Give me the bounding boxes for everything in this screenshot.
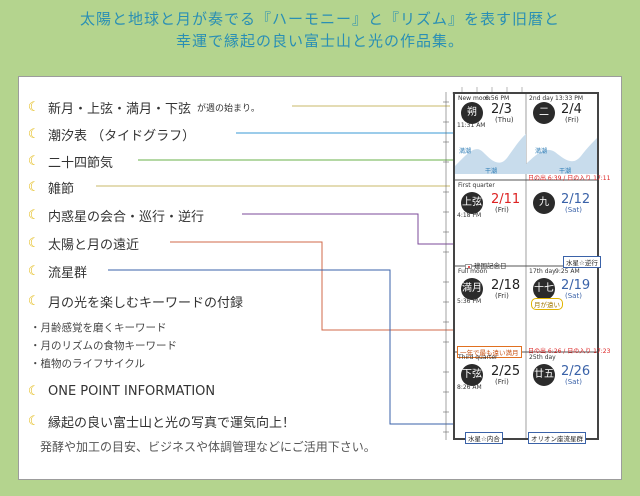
weekday: (Sat) (565, 292, 582, 300)
phase-label: Third quarter (458, 354, 498, 361)
page-header: 太陽と地球と月が奏でる『ハーモニー』と『リズム』を表す旧暦と 幸運で縁起の良い富… (0, 8, 640, 52)
feature-label: 潮汐表 （タイドグラフ） (48, 129, 196, 144)
distance-tag: 月が遠い (531, 298, 563, 310)
crescent-moon-icon: ☾ (28, 208, 40, 223)
moon-time: 5:36 PM (457, 298, 482, 305)
sunrise-sunset: 日の出 6:39 / 日の入り 17:11 (528, 175, 611, 182)
feature-label: 縁起の良い富士山と光の写真で運気向上！ (48, 416, 296, 431)
feature-tide-graph: ☾ 潮汐表 （タイドグラフ） (28, 125, 195, 144)
date: 2/18 (491, 278, 521, 293)
phase-label: Full moon (458, 268, 488, 275)
feature-label: ONE POINT INFORMATION (48, 384, 216, 399)
moon-time: 4:18 PM (457, 212, 482, 219)
planet-tag: 水星☆逆行 (563, 256, 601, 268)
header-line-1: 太陽と地球と月が奏でる『ハーモニー』と『リズム』を表す旧暦と (79, 10, 560, 28)
date: 2/26 (561, 364, 591, 379)
day-label: 17th day (529, 268, 556, 275)
moon-age-badge: 十七 (533, 278, 555, 300)
date: 2/19 (561, 278, 591, 293)
feature-sun-moon-distance: ☾ 太陽と月の遠近 (28, 234, 139, 253)
moon-phase-badge: 下弦 (461, 364, 483, 386)
crescent-moon-icon: ☾ (28, 154, 40, 169)
calendar-top-strip (452, 80, 598, 94)
tick-scale (440, 92, 452, 440)
tide-low: 干潮 (559, 168, 572, 175)
date: 2/25 (491, 364, 521, 379)
crescent-moon-icon: ☾ (28, 100, 40, 115)
moonrise-time: 13:33 PM (555, 95, 583, 102)
distance-tag: 一年で最も遠い満月 (457, 346, 522, 358)
feature-zassetsu: ☾ 雑節 (28, 178, 74, 197)
phase-label: First quarter (458, 182, 495, 189)
sub-item: ・月齢感覚を磨くキーワード (30, 322, 167, 334)
day-label: 25th day (529, 354, 556, 361)
weekday: (Sat) (565, 206, 582, 214)
feature-meteor-showers: ☾ 流星群 (28, 262, 87, 281)
planet-tag: 水星☆内合 (465, 432, 503, 444)
crescent-moon-icon: ☾ (28, 294, 40, 309)
usage-note: 発酵や加工の目安、ビジネスや体調管理などにご活用下さい。 (40, 440, 376, 454)
weekday: (Fri) (565, 116, 579, 124)
phase-label: New moon (458, 95, 490, 102)
moon-time: 11:31 AM (457, 122, 486, 129)
weekday: (Sat) (565, 378, 582, 386)
feature-solar-terms: ☾ 二十四節気 (28, 152, 113, 171)
feature-note: が週の始まり。 (197, 104, 260, 114)
header-line-2: 幸運で縁起の良い富士山と光の作品集。 (175, 32, 464, 50)
feature-moonlight-keywords: ☾ 月の光を楽しむキーワードの付録 (28, 292, 243, 311)
date: 2/3 (491, 102, 512, 117)
meteor-tag: オリオン座流星群 (528, 432, 586, 444)
feature-label: 雑節 (48, 182, 75, 197)
feature-inner-planets: ☾ 内惑星の会合・巡行・逆行 (28, 206, 204, 225)
tide-low: 干潮 (485, 168, 498, 175)
moon-phase-badge: 満月 (461, 278, 483, 300)
feature-label: 太陽と月の遠近 (48, 238, 140, 253)
feature-label: 流星群 (48, 266, 88, 281)
weekday: (Fri) (495, 378, 509, 386)
sub-item: ・植物のライフサイクル (30, 358, 145, 370)
crescent-moon-icon: ☾ (28, 414, 40, 429)
moon-age-badge: 九 (533, 192, 555, 214)
holiday-name: 建国記念日 (474, 262, 507, 270)
date: 2/12 (561, 192, 591, 207)
feature-fuji-photos: ☾ 縁起の良い富士山と光の写真で運気向上！ (28, 412, 295, 431)
moonrise-time: 6:56 PM (485, 95, 510, 102)
calendar-preview: New moon 6:56 PM 朔 2/3 (Thu) 11:31 AM 2n… (453, 92, 610, 444)
crescent-moon-icon: ☾ (28, 264, 40, 279)
moon-time: 8:26 AM (457, 384, 482, 391)
weekday: (Thu) (495, 116, 514, 124)
tide-high: 満潮 (535, 148, 548, 155)
day-label: 2nd day (529, 95, 554, 102)
feature-one-point-info: ☾ ONE POINT INFORMATION (28, 384, 215, 399)
holiday-label: 建国記念日 (465, 260, 507, 270)
sunrise-sunset: 日の出 6:26 / 日の入り 17:23 (528, 348, 611, 355)
date: 2/4 (561, 102, 582, 117)
crescent-moon-icon: ☾ (28, 236, 40, 251)
moon-phase-badge: 上弦 (461, 192, 483, 214)
feature-label: 新月・上弦・満月・下弦 (48, 102, 192, 117)
tick-scale-svg (443, 92, 449, 440)
date: 2/11 (491, 192, 521, 207)
moon-age-badge: 廿五 (533, 364, 555, 386)
moonrise-time: 9:25 AM (555, 268, 580, 275)
feature-label: 内惑星の会合・巡行・逆行 (48, 210, 205, 225)
crescent-moon-icon: ☾ (28, 384, 40, 399)
feature-label: 月の光を楽しむキーワードの付録 (48, 296, 244, 311)
tide-high: 満潮 (459, 148, 472, 155)
sub-item: ・月のリズムの食物キーワード (30, 340, 177, 352)
feature-label: 二十四節気 (48, 156, 114, 171)
feature-moon-phases: ☾ 新月・上弦・満月・下弦 が週の始まり。 (28, 98, 260, 117)
flag-icon (465, 263, 472, 269)
moon-age-badge: 二 (533, 102, 555, 124)
crescent-moon-icon: ☾ (28, 180, 40, 195)
weekday: (Fri) (495, 292, 509, 300)
weekday: (Fri) (495, 206, 509, 214)
crescent-moon-icon: ☾ (28, 127, 40, 142)
moon-phase-badge: 朔 (461, 102, 483, 124)
